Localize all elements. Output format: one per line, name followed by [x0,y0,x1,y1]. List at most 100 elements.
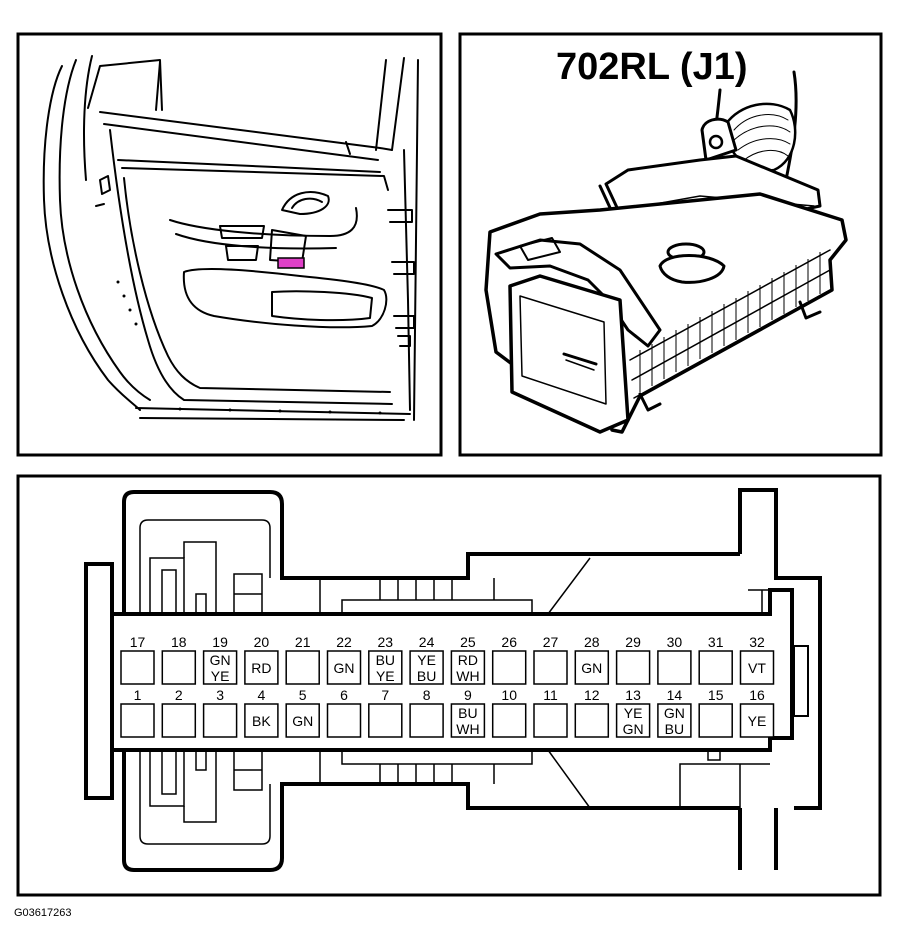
pin-number: 22 [336,634,352,650]
door-illustration [42,55,419,421]
connector-vent-grid [639,252,821,392]
pin-number: 31 [708,634,724,650]
pin-cavity-15: 15 [698,687,733,738]
connector-location-highlight [277,257,305,269]
wire-color-label: WH [456,668,479,684]
pin-number: 30 [667,634,683,650]
pin-cavity-26: 26 [491,634,527,685]
pin-cavity-3: 3 [202,687,238,738]
wire-color-label: WH [456,721,479,737]
pin-cavity-17: 17 [120,634,155,685]
pin-box [244,703,279,738]
pin-box [491,703,527,738]
pin-number: 3 [216,687,224,703]
pin-cavity-18: 18 [161,634,197,685]
pin-box [244,650,279,685]
wire-color-label: GN [581,660,602,676]
pin-number: 20 [254,634,270,650]
door-dots [116,280,382,415]
pin-number: 23 [378,634,394,650]
pin-cavity-2: 2 [161,687,197,738]
wire-color-label: GN [292,713,313,729]
pin-box [326,703,362,738]
pin-number: 29 [625,634,641,650]
pin-number: 14 [667,687,683,703]
figure-id: G03617263 [14,907,72,919]
connector-title: 702RL (J1) [556,46,748,88]
pin-box [657,650,692,685]
pin-number: 26 [501,634,517,650]
pin-box [657,703,692,738]
connector-face-outline [84,488,822,872]
wire-color-label: VT [748,660,766,676]
wire-color-label: YE [748,713,767,729]
wire-color-label: YE [211,668,230,684]
connector-illustration [484,70,848,434]
wire-color-label: YE [376,668,395,684]
pin-number: 10 [501,687,517,703]
pin-cavity-30: 30 [657,634,692,685]
pin-box [739,703,775,738]
pin-cavity-6: 6 [326,687,362,738]
pin-number: 11 [543,687,558,703]
pin-box [739,650,775,685]
pin-box [368,650,403,685]
pin-number: 27 [543,634,559,650]
door-location-panel [16,32,443,457]
pin-box [450,703,486,738]
pin-number: 2 [175,687,183,703]
wire-color-label: BU [458,705,477,721]
pin-number: 17 [130,634,146,650]
pin-number: 5 [299,687,307,703]
pin-box [285,650,320,685]
pin-box [533,703,568,738]
pin-box [533,650,568,685]
pin-box [120,650,155,685]
wire-color-label: BU [376,652,395,668]
pin-box [409,650,444,685]
pin-cavity-21: 21 [285,634,320,685]
pin-number: 9 [464,687,472,703]
pin-number: 13 [625,687,641,703]
pin-number: 4 [258,687,266,703]
pin-number: 7 [381,687,389,703]
pin-box [202,703,238,738]
pin-cavity-7: 7 [368,687,403,738]
pin-cavity-29: 29 [615,634,651,685]
pin-number: 21 [295,634,311,650]
pin-cavity-12: 12 [574,687,610,738]
pin-box [574,703,610,738]
wire-color-label: GN [623,721,644,737]
pin-cavity-31: 31 [698,634,733,685]
wire-color-label: BU [417,668,436,684]
pin-box [285,703,320,738]
wire-color-label: GN [334,660,355,676]
pin-box [491,650,527,685]
pin-cavity-4: 4BK [244,687,279,738]
pin-box [368,703,403,738]
wire-color-label: YE [624,705,643,721]
pin-box [409,703,444,738]
pin-box [698,650,733,685]
pin-number: 15 [708,687,724,703]
pin-number: 28 [584,634,600,650]
connector-view-panel: 702RL (J1) [458,32,883,457]
pin-box [161,650,197,685]
wire-color-label: RD [458,652,478,668]
pin-number: 16 [749,687,765,703]
pin-number: 6 [340,687,348,703]
pin-box [326,650,362,685]
